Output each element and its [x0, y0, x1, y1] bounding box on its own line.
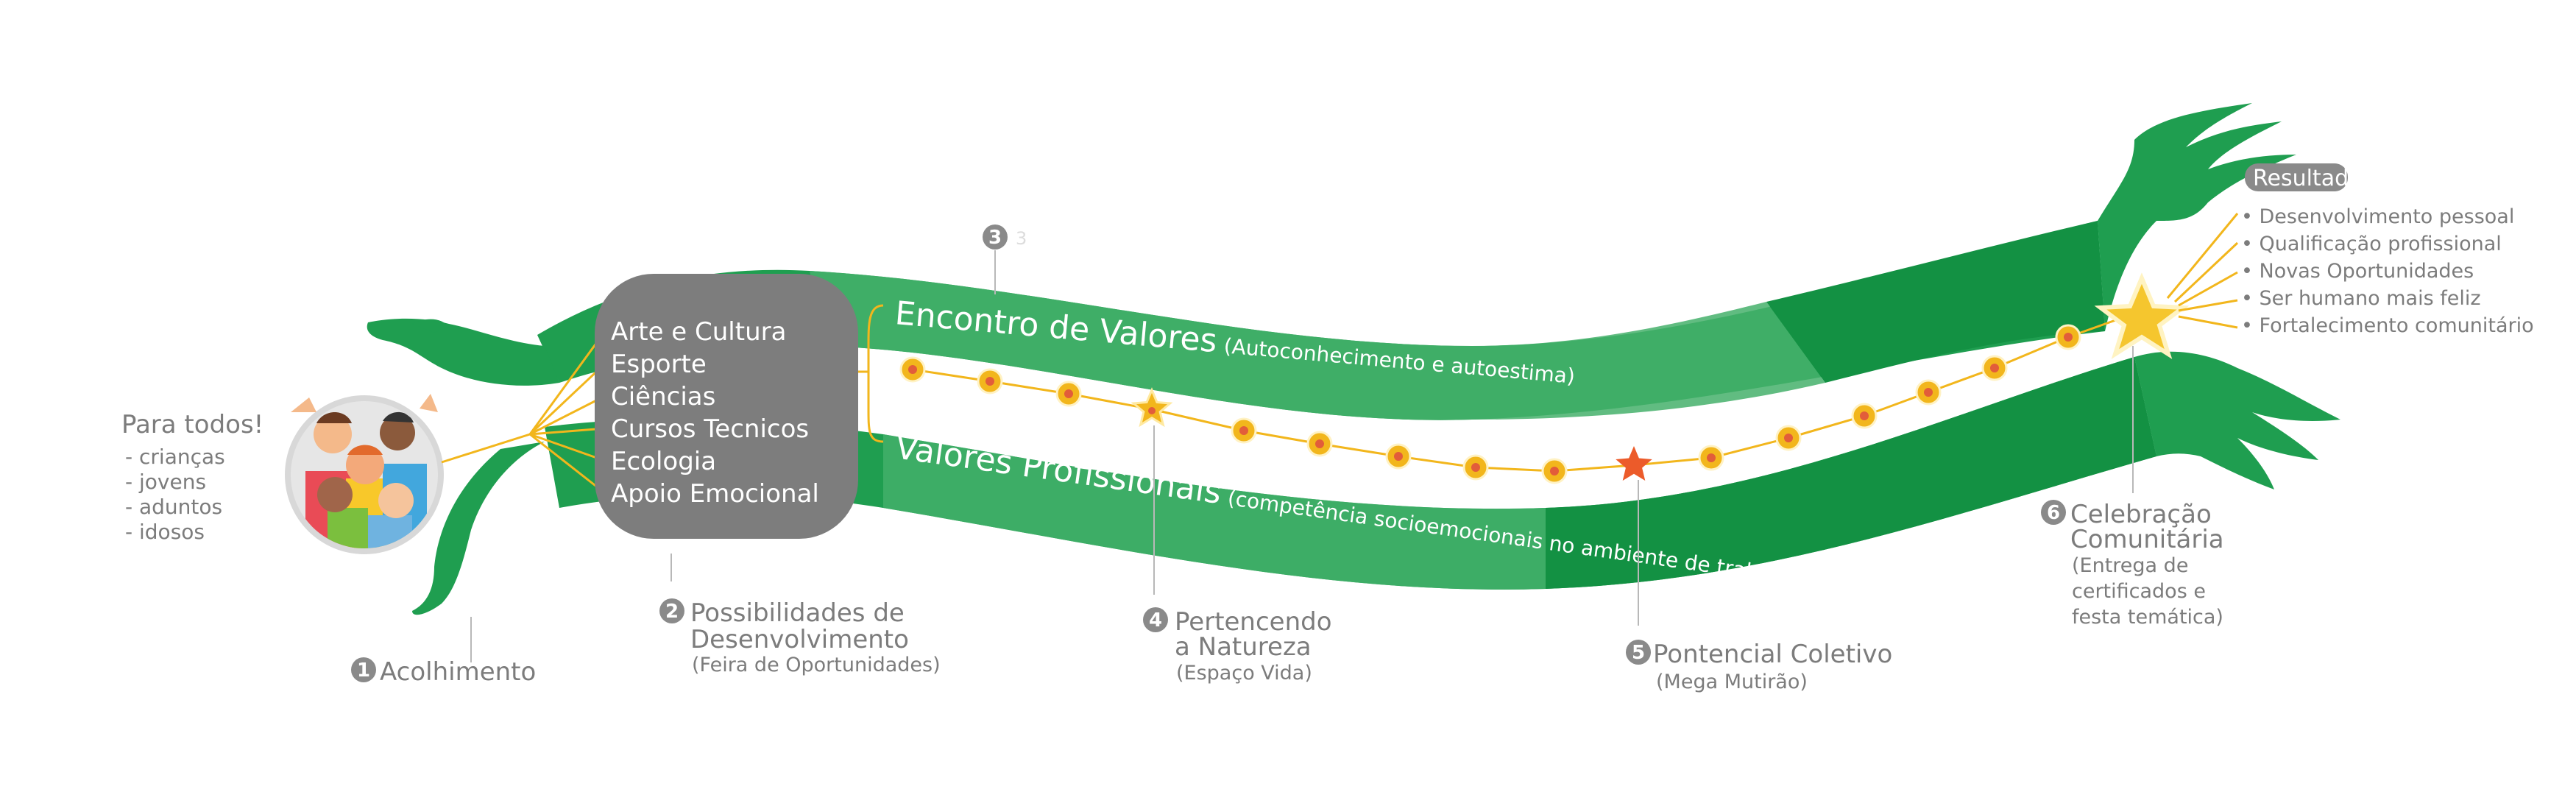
audience-item: - aduntos — [125, 495, 222, 519]
audience-title: Para todos! — [121, 410, 263, 439]
ribbon — [537, 221, 2156, 590]
milestone-dot-center — [1990, 364, 1999, 372]
svg-text:6: 6 — [2047, 502, 2060, 524]
right-wings — [2098, 103, 2340, 489]
result-item: • Novas Oportunidades — [2241, 260, 2474, 283]
step-3: 3 3 — [983, 224, 1027, 250]
audience-item: - crianças — [125, 445, 225, 469]
result-item: • Ser humano mais feliz — [2241, 287, 2481, 310]
step-5-title: Pontencial Coletivo — [1653, 640, 1892, 669]
milestone-dot-center — [908, 365, 917, 374]
audience-avatar — [285, 394, 444, 554]
step-6: 6 Celebração Comunitária (Entrega de cer… — [2041, 500, 2224, 629]
step-2: 2 Possibilidades de Desenvolvimento (Fei… — [659, 598, 941, 676]
activity-item: Apoio Emocional — [611, 479, 819, 509]
audience-item: - jovens — [125, 470, 206, 494]
big-gold-star — [2094, 272, 2190, 359]
activity-item: Ecologia — [611, 447, 716, 476]
left-hands — [367, 318, 559, 615]
milestone-dot-center — [1860, 411, 1869, 420]
brace-connector — [858, 304, 884, 443]
step-2-subtitle: (Feira de Oportunidades) — [692, 654, 941, 676]
activities-box: Arte e Cultura Esporte Ciências Cursos T… — [595, 274, 858, 539]
step-1: 1 Acolhimento — [351, 657, 536, 687]
step-6-title-line2: Comunitária — [2070, 525, 2224, 554]
svg-text:3: 3 — [988, 227, 1002, 249]
milestone-dot-center — [1550, 467, 1559, 475]
step-4-title-line2: a Natureza — [1175, 632, 1312, 662]
result-item: • Qualificação profissional — [2241, 233, 2502, 255]
step-3-ghost: 3 — [1016, 228, 1027, 249]
step-6-subtitle-2: certificados e — [2072, 580, 2206, 603]
step-6-subtitle-1: (Entrega de — [2072, 554, 2188, 577]
milestone-dot-center — [2064, 333, 2073, 342]
result-item: • Fortalecimento comunitário — [2241, 314, 2534, 337]
audience-block: Para todos! - crianças - jovens - adunto… — [121, 410, 263, 544]
step-5-subtitle: (Mega Mutirão) — [1656, 671, 1808, 693]
step-2-title: Possibilidades de — [690, 598, 905, 628]
milestone-dot-center — [1394, 452, 1403, 461]
step-5: 5 Pontencial Coletivo (Mega Mutirão) — [1626, 640, 1892, 693]
milestone-dot-center — [1064, 389, 1073, 398]
svg-text:1: 1 — [357, 660, 370, 682]
step-4-subtitle: (Espaço Vida) — [1176, 662, 1312, 685]
svg-text:4: 4 — [1149, 609, 1162, 632]
milestone-dot-center — [1471, 463, 1480, 472]
step-2-title-line2: Desenvolvimento — [690, 625, 909, 654]
avatar-connectors — [441, 330, 606, 495]
milestone-dot-center — [1707, 453, 1716, 462]
upper-wing — [2098, 103, 2296, 331]
burst-lines — [2166, 213, 2239, 329]
step-6-title: Celebração — [2070, 500, 2212, 529]
milestone-dot-center — [1315, 439, 1324, 448]
milestone-star-center — [1148, 407, 1156, 414]
step-4-title: Pertencendo — [1175, 607, 1332, 637]
svg-text:2: 2 — [665, 601, 679, 623]
ribbon-top-shade — [810, 271, 1825, 420]
upper-hand-thumb — [412, 319, 449, 333]
lower-hand — [412, 442, 545, 615]
upper-hand — [367, 318, 559, 386]
lower-wing — [2134, 351, 2340, 489]
milestone-star-orange — [1616, 446, 1652, 481]
ribbon-bottom-fold — [1546, 357, 2156, 589]
step-1-title: Acolhimento — [380, 657, 536, 687]
audience-item: - idosos — [125, 520, 205, 544]
results-block: Resultados • Desenvolvimento pessoal • Q… — [2241, 163, 2534, 337]
milestone-path — [899, 311, 2139, 484]
step-4: 4 Pertencendo a Natureza (Espaço Vida) — [1143, 607, 1332, 685]
svg-text:5: 5 — [1632, 642, 1645, 664]
activity-item: Cursos Tecnicos — [611, 414, 809, 444]
result-item: • Desenvolvimento pessoal — [2241, 205, 2514, 228]
milestone-dot-center — [1784, 434, 1793, 442]
milestone-dot-center — [986, 377, 994, 386]
milestone-dot-center — [1924, 388, 1933, 397]
step-6-subtitle-3: festa temática) — [2072, 606, 2223, 629]
ribbon-bottom-shade — [883, 434, 1546, 590]
activity-item: Ciências — [611, 382, 715, 411]
step-leaders — [470, 250, 2134, 662]
activity-item: Esporte — [611, 350, 707, 379]
milestone-dot-center — [1239, 426, 1248, 435]
ribbon-top-fold — [1766, 221, 2105, 383]
results-title: Resultados — [2253, 166, 2374, 191]
activity-item: Arte e Cultura — [611, 317, 786, 347]
